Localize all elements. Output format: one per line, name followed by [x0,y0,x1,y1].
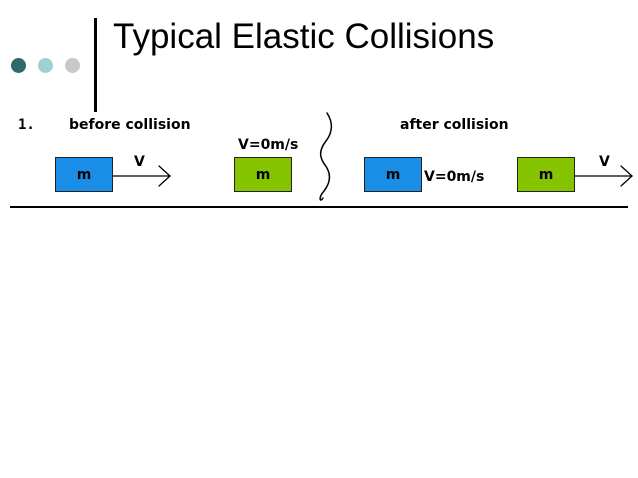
title-divider [94,18,97,112]
bullet-dot-3 [65,58,80,73]
bullet-dot-1 [11,58,26,73]
before-moving-block: m [55,157,113,192]
after-collision-label: after collision [400,117,509,133]
before-after-separator [319,112,333,201]
before-resting-velocity-label: V=0m/s [238,137,299,153]
after-moving-block: m [517,157,575,192]
bullet-dot-2 [38,58,53,73]
before-resting-block: m [234,157,292,192]
after-stopped-block: m [364,157,422,192]
before-collision-label: before collision [69,117,191,133]
item-number: 1. [18,117,35,133]
after-velocity-arrow [574,165,633,187]
before-velocity-arrow [112,165,171,187]
before-moving-velocity-label: V [134,154,145,170]
after-moving-velocity-label: V [599,154,610,170]
after-stopped-velocity-label: V=0m/s [424,169,485,185]
slide-title: Typical Elastic Collisions [113,17,495,56]
